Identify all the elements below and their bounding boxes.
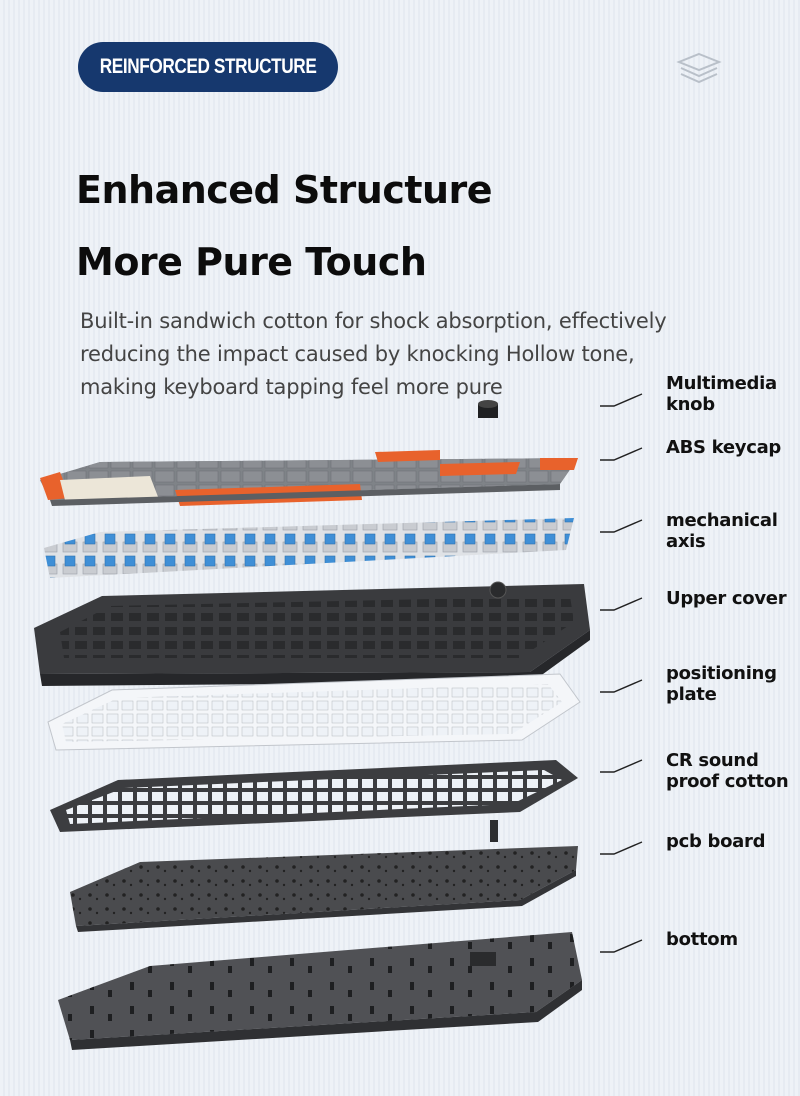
label-line: ABS keycap	[666, 437, 782, 458]
label-cr-sound-proof-cotton: CR sound proof cotton	[666, 750, 789, 792]
layers-icon	[676, 52, 722, 84]
label-line: knob	[666, 394, 715, 415]
label-line: bottom	[666, 929, 738, 950]
multimedia-knob-shape	[478, 400, 498, 418]
leader-line-upper-cover	[600, 597, 643, 611]
description-line: reducing the impact caused by knocking H…	[80, 342, 635, 366]
description: Built-in sandwich cotton for shock absor…	[80, 305, 720, 404]
headline-line-2: More Pure Touch	[76, 240, 427, 284]
bottom-case-shape	[58, 932, 582, 1050]
sound-proof-cotton-shape	[50, 760, 578, 832]
section-badge-label: REINFORCED STRUCTURE	[99, 55, 317, 78]
description-line: Built-in sandwich cotton for shock absor…	[80, 309, 667, 333]
keycap-layer-shape	[40, 450, 578, 506]
label-mechanical-axis: mechanical axis	[666, 510, 778, 552]
leader-line-cotton	[600, 759, 643, 773]
label-abs-keycap: ABS keycap	[666, 437, 781, 458]
label-multimedia-knob: Multimedia knob	[666, 373, 777, 415]
label-line: pcb board	[666, 831, 766, 852]
label-line: positioning	[666, 663, 777, 684]
upper-cover-shape	[34, 581, 590, 686]
leader-line-pcb	[600, 841, 643, 855]
label-line: axis	[666, 531, 706, 552]
description-line: making keyboard tapping feel more pure	[80, 375, 503, 399]
label-bottom: bottom	[666, 929, 738, 950]
label-line: Multimedia	[666, 373, 777, 394]
label-pcb-board: pcb board	[666, 831, 765, 852]
label-line: CR sound	[666, 750, 759, 771]
headline-line-1: Enhanced Structure	[76, 168, 493, 212]
label-line: plate	[666, 684, 717, 705]
pcb-board-shape	[70, 820, 578, 932]
label-upper-cover: Upper cover	[666, 588, 787, 609]
exploded-keyboard-illustration	[34, 400, 590, 1050]
mechanical-axis-layer-shape	[44, 518, 574, 578]
positioning-plate-shape	[47, 673, 581, 751]
leader-line-axis	[600, 519, 643, 533]
section-badge: REINFORCED STRUCTURE	[78, 42, 338, 92]
leader-line-keycap	[600, 447, 643, 461]
label-line: mechanical	[666, 510, 778, 531]
leader-line-knob	[600, 393, 643, 407]
label-line: Upper cover	[666, 588, 787, 609]
label-line: proof cotton	[666, 771, 789, 792]
label-positioning-plate: positioning plate	[666, 663, 777, 705]
leader-line-bottom	[600, 939, 643, 953]
leader-line-plate	[600, 679, 643, 693]
